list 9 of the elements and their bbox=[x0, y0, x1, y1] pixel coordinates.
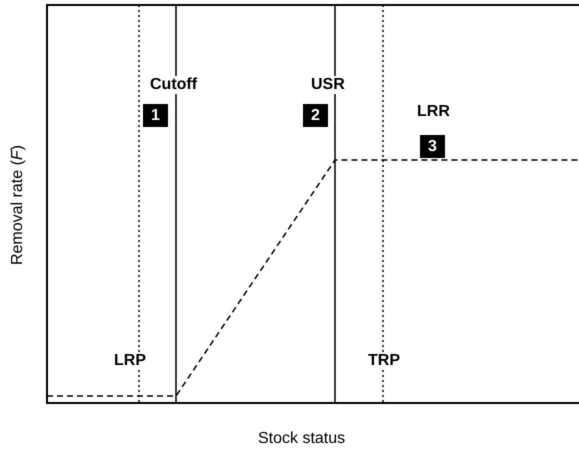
line-label: Cutoff bbox=[150, 76, 198, 94]
number-marker: 1 bbox=[143, 104, 168, 127]
line-label: USR bbox=[311, 76, 345, 94]
number-marker: 3 bbox=[420, 135, 445, 158]
line-label: LRP bbox=[114, 352, 146, 370]
number-marker: 2 bbox=[303, 104, 328, 127]
axis-title: Removal rate (F) bbox=[9, 144, 27, 268]
axis-title: Stock status bbox=[258, 430, 346, 448]
line-label: TRP bbox=[368, 352, 400, 370]
